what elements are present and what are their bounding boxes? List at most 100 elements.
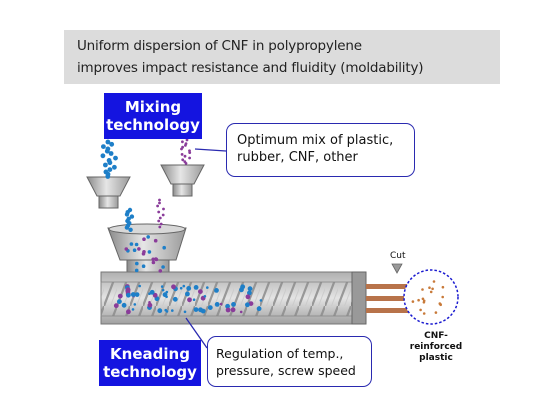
particle: [125, 309, 131, 315]
particle: [419, 308, 422, 312]
particle: [113, 155, 118, 161]
particle: [417, 298, 420, 302]
particle: [206, 286, 209, 289]
particle: [104, 148, 110, 154]
particle: [107, 160, 113, 166]
particle: [256, 306, 262, 312]
particle: [148, 301, 151, 304]
particle: [158, 201, 161, 205]
particle: [113, 303, 119, 309]
particle: [142, 237, 146, 241]
particle: [134, 292, 140, 297]
particle: [129, 214, 135, 219]
product-label-line-2: reinforced: [409, 342, 463, 352]
particle: [100, 153, 106, 159]
particle: [441, 295, 445, 299]
particle: [428, 286, 431, 290]
particle: [192, 298, 196, 302]
particle: [157, 308, 163, 314]
right-small-hopper: [160, 164, 205, 197]
particle: [432, 280, 436, 283]
particle: [161, 213, 165, 217]
title-line-2: improves impact resistance and fluidity …: [77, 60, 424, 76]
product-label-line-1: CNF-: [424, 331, 448, 341]
particle: [185, 291, 190, 297]
particle: [247, 286, 253, 292]
particle: [156, 204, 160, 208]
particle: [188, 151, 192, 155]
product-label: CNF- reinforced plastic: [408, 331, 464, 364]
particle: [107, 167, 113, 173]
particle: [421, 288, 424, 291]
kneading-callout: Regulation of temp., pressure, screw spe…: [207, 336, 372, 387]
particle: [103, 162, 108, 168]
particle: [158, 216, 162, 220]
particle: [179, 286, 183, 290]
product-circle: [403, 269, 459, 325]
main-hopper: [107, 223, 187, 275]
particle: [207, 305, 213, 310]
particle: [431, 287, 434, 291]
particle: [180, 153, 184, 156]
particle: [157, 210, 161, 214]
mixing-callout-line-2: rubber, CNF, other: [237, 150, 358, 165]
particle: [422, 301, 426, 304]
particle: [239, 310, 243, 314]
particle: [134, 268, 139, 273]
mixing-callout-line-1: Optimum mix of plastic,: [237, 133, 394, 148]
particle: [153, 238, 158, 243]
particle: [131, 308, 135, 311]
particle: [187, 297, 192, 303]
particle: [225, 303, 231, 309]
particle: [162, 292, 168, 298]
knead-callout-pointer: [185, 317, 208, 349]
particle: [225, 307, 231, 313]
particle: [125, 287, 131, 293]
particle: [180, 147, 183, 151]
particle: [219, 302, 223, 306]
particle: [147, 302, 153, 308]
particle: [183, 310, 187, 314]
particle: [125, 292, 131, 298]
particle: [108, 151, 114, 156]
particle: [138, 284, 141, 288]
title-line-1: Uniform dispersion of CNF in polypropyle…: [77, 38, 362, 54]
kneading-callout-line-1: Regulation of temp.,: [216, 346, 344, 361]
particle: [124, 225, 130, 230]
particle: [158, 225, 162, 229]
kneading-label-line-2: technology: [103, 363, 197, 381]
particle: [181, 140, 184, 144]
particle: [422, 312, 426, 315]
particle: [132, 248, 137, 252]
kneading-technology-label: Kneading technology: [99, 340, 201, 386]
particle: [161, 265, 165, 269]
kneading-label-line-1: Kneading: [110, 345, 190, 363]
particle: [181, 158, 185, 162]
particle: [151, 257, 155, 262]
particle: [134, 242, 139, 247]
particle: [152, 292, 158, 298]
particle: [421, 297, 425, 301]
particle: [172, 296, 178, 302]
particle: [245, 294, 251, 300]
title-box: Uniform dispersion of CNF in polypropyle…: [64, 30, 500, 84]
particle: [259, 299, 263, 302]
particle: [105, 139, 111, 145]
particle: [130, 292, 136, 297]
mixing-label-line-2: technology: [106, 116, 200, 134]
cut-label: Cut: [390, 251, 406, 261]
particle: [183, 154, 187, 158]
particle: [142, 250, 146, 254]
cutter-icon: [391, 263, 403, 274]
particle: [165, 310, 169, 313]
particle: [439, 302, 442, 306]
particle: [124, 212, 130, 217]
particle: [245, 302, 250, 308]
particle: [147, 250, 152, 254]
particle: [162, 245, 166, 250]
particle: [230, 307, 236, 313]
particle: [198, 307, 203, 313]
particle: [247, 290, 252, 296]
particle: [121, 302, 127, 308]
